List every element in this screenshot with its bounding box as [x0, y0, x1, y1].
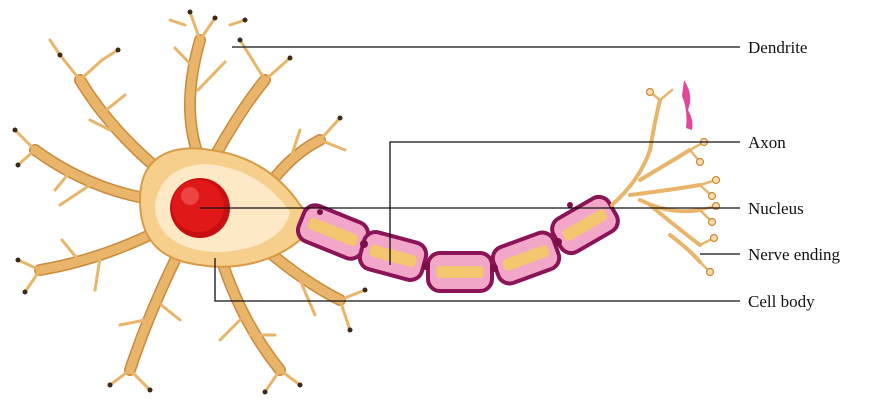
terminal-target: [682, 80, 693, 130]
nerve-endings: [612, 80, 720, 276]
label-nerve-ending: Nerve ending: [748, 245, 841, 264]
label-cell-body: Cell body: [748, 292, 815, 311]
myelin-sheath-2: [357, 229, 429, 282]
neuron-cell: [13, 10, 368, 395]
axon: [294, 193, 622, 291]
label-dendrite: Dendrite: [748, 38, 807, 57]
labels: Dendrite Axon Nucleus Nerve ending Cell …: [748, 38, 841, 311]
label-axon: Axon: [748, 133, 786, 152]
label-nucleus: Nucleus: [748, 199, 804, 218]
myelin-sheath-4: [489, 229, 562, 287]
myelin-sheath-5: [548, 193, 622, 258]
myelin-sheath-3: [428, 253, 492, 291]
